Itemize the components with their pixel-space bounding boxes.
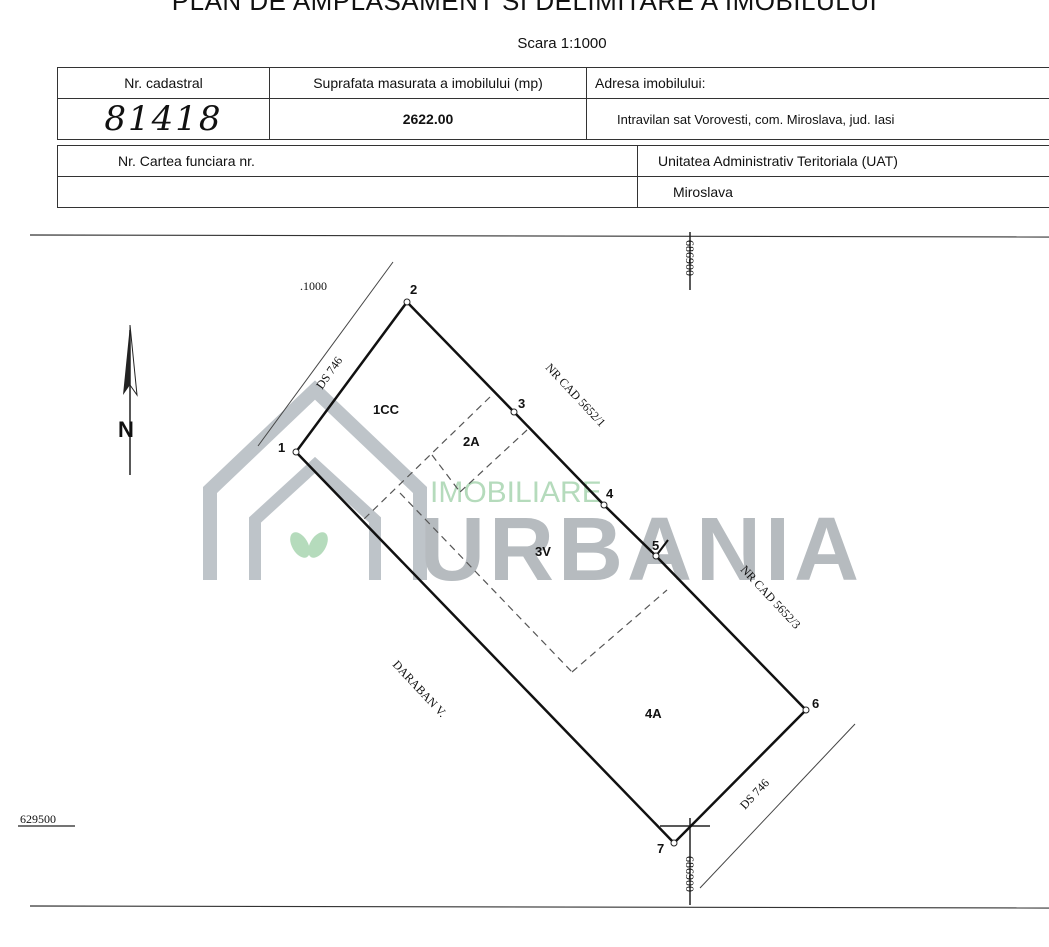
point-label: 4 (606, 486, 614, 501)
parcel-label: 1CC (373, 402, 400, 417)
frame-bottom (29, 905, 1049, 909)
parcel-boundary (294, 300, 808, 845)
road-edge-bottom (699, 723, 856, 889)
point-label: 3 (518, 396, 525, 411)
grid-label-top: 686900 (683, 240, 697, 276)
property-info-table: Nr. cadastral Suprafata masurata a imobi… (57, 67, 1049, 140)
parcel-label: 4A (645, 706, 662, 721)
point-label: 6 (812, 696, 819, 711)
frame-top (29, 234, 1049, 238)
grid-label-left: 629500 (20, 812, 56, 826)
point-label: 5 (652, 538, 659, 553)
area-value: 2622.00 (269, 98, 587, 140)
point-label: 7 (657, 841, 664, 856)
point-label: 2 (410, 282, 417, 297)
watermark-text-imobiliare: IMOBILIARE (430, 476, 602, 509)
address-label: Adresa imobilului: (586, 67, 1049, 99)
watermark-text-urbania: URBANIA (420, 500, 863, 600)
neighbor-label-sw: DARABAN V. (390, 657, 450, 719)
scale-mark: .1000 (300, 279, 327, 293)
north-label: N (118, 417, 134, 442)
uat-value: Miroslava (637, 176, 1049, 208)
cadastral-value: 81418 (57, 98, 270, 140)
watermark-logo: IMOBILIARE URBANIA (203, 380, 863, 600)
cadastral-label: Nr. cadastral (57, 67, 270, 99)
road-label-bottom: DS 746 (737, 776, 772, 812)
scale-label: Scara 1:1000 (517, 35, 607, 52)
boundary-points (292, 298, 810, 847)
point-label: 1 (278, 440, 285, 455)
land-book-table: Nr. Cartea funciara nr. Unitatea Adminis… (57, 145, 1049, 208)
neighbor-label-ne-top: NR CAD 5652/1 (543, 360, 609, 429)
internal-divisions (362, 396, 668, 673)
page-title: PLAN DE AMPLASAMENT SI DELIMITARE A IMOB… (171, 0, 878, 16)
road-label-top: DS 746 (313, 354, 345, 392)
north-arrow-icon (123, 324, 138, 475)
parcel-label: 3V (535, 544, 551, 559)
parcel-label: 2A (463, 434, 480, 449)
road-edge-top (257, 261, 394, 447)
grid-label-bottom: 686900 (683, 856, 697, 892)
address-value: Intravilan sat Vorovesti, com. Miroslava… (586, 98, 1049, 140)
cf-value (57, 176, 638, 208)
